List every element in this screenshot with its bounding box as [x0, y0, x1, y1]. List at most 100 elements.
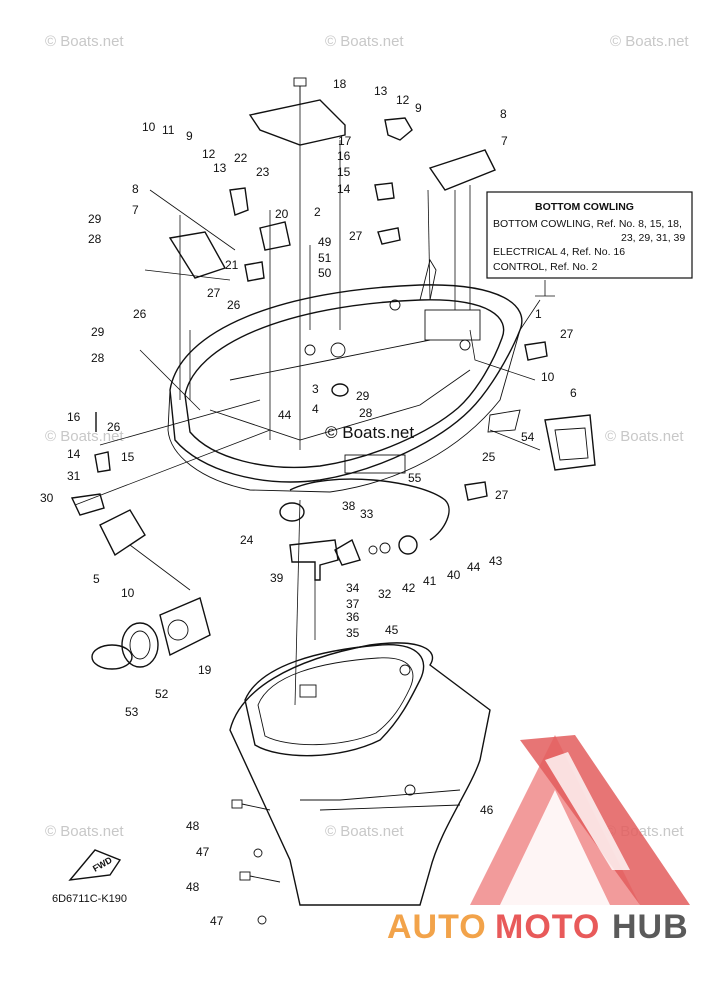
callout-2: 2	[314, 205, 321, 219]
callout-29b: 29	[91, 325, 105, 339]
callout-51: 51	[318, 251, 332, 265]
callout-52: 52	[155, 687, 169, 701]
callout-40: 40	[447, 568, 461, 582]
callout-26c: 26	[107, 420, 121, 434]
watermark-7: © Boats.net	[325, 823, 404, 840]
watermark-6: © Boats.net	[45, 823, 124, 840]
callout-43: 43	[489, 554, 503, 568]
callout-17: 17	[338, 134, 352, 148]
callout-23: 23	[256, 165, 270, 179]
reference-box: BOTTOM COWLING BOTTOM COWLING, Ref. No. …	[486, 191, 693, 297]
callout-labels: 18 13 12 9 8 10 11 9 7 17 12 16 13 22 23…	[40, 77, 577, 928]
callout-29c: 29	[356, 389, 370, 403]
brand-text-hub: HUB	[612, 908, 689, 946]
callout-11: 11	[162, 123, 175, 137]
callout-54: 54	[521, 430, 535, 444]
callout-24: 24	[240, 533, 254, 547]
callout-13b: 13	[213, 161, 227, 175]
brand-text-auto: AUTO	[387, 908, 487, 946]
callout-33: 33	[360, 507, 374, 521]
callout-48b: 48	[186, 880, 200, 894]
callout-3: 3	[312, 382, 319, 396]
callout-27b: 27	[207, 286, 221, 300]
callout-46: 46	[480, 803, 494, 817]
watermark-1: © Boats.net	[45, 33, 124, 50]
callout-5: 5	[93, 572, 100, 586]
callout-28c: 28	[359, 406, 373, 420]
callout-27: 27	[349, 229, 363, 243]
callout-28b: 28	[91, 351, 105, 365]
callout-1: 1	[535, 307, 542, 321]
callout-19: 19	[198, 663, 212, 677]
brand-text-moto: MOTO	[495, 908, 600, 946]
watermark-5: © Boats.net	[605, 428, 684, 445]
callout-34: 34	[346, 581, 360, 595]
callout-22: 22	[234, 151, 248, 165]
callout-27c: 27	[560, 327, 574, 341]
ref-box-line-2: 23, 29, 31, 39	[621, 232, 685, 244]
watermark-3: © Boats.net	[610, 33, 689, 50]
ref-box-line-3: ELECTRICAL 4, Ref. No. 16	[493, 246, 625, 258]
callout-16: 16	[337, 149, 351, 163]
callout-21: 21	[225, 258, 239, 272]
callout-14b: 14	[67, 447, 81, 461]
callout-9b: 9	[186, 129, 193, 143]
callout-12b: 12	[202, 147, 216, 161]
callout-4: 4	[312, 402, 319, 416]
callout-14: 14	[337, 182, 351, 196]
watermark-center: © Boats.net	[325, 423, 414, 442]
callout-27d: 27	[495, 488, 509, 502]
callout-44: 44	[278, 408, 292, 422]
callout-28: 28	[88, 232, 102, 246]
callout-10c: 10	[121, 586, 135, 600]
callout-10: 10	[142, 120, 156, 134]
callout-44b: 44	[467, 560, 481, 574]
callout-49: 49	[318, 235, 332, 249]
callout-8: 8	[500, 107, 507, 121]
callout-53: 53	[125, 705, 139, 719]
leader-lines	[74, 86, 541, 706]
fwd-label: FWD	[91, 855, 114, 874]
lower-cowling	[229, 642, 491, 906]
callout-16b: 16	[67, 410, 81, 424]
callout-7: 7	[501, 134, 508, 148]
callout-36: 36	[346, 610, 360, 624]
callout-20: 20	[275, 207, 289, 221]
callout-50: 50	[318, 266, 332, 280]
callout-26b: 26	[133, 307, 147, 321]
bottom-cowling-tray	[167, 258, 523, 493]
callout-25: 25	[482, 450, 496, 464]
callout-15: 15	[337, 165, 351, 179]
callout-41: 41	[423, 574, 437, 588]
diagram-code: 6D6711C-K190	[52, 893, 127, 905]
callout-38: 38	[342, 499, 356, 513]
callout-47b: 47	[210, 914, 224, 928]
callout-12: 12	[396, 93, 410, 107]
callout-18: 18	[333, 77, 347, 91]
callout-10b: 10	[541, 370, 555, 384]
callout-9: 9	[415, 101, 422, 115]
callout-35: 35	[346, 626, 360, 640]
callout-45: 45	[385, 623, 399, 637]
callout-26: 26	[227, 298, 241, 312]
callout-32: 32	[378, 587, 392, 601]
callout-29: 29	[88, 212, 102, 226]
watermark-2: © Boats.net	[325, 33, 404, 50]
callout-13: 13	[374, 84, 388, 98]
callout-15b: 15	[121, 450, 135, 464]
callout-7b: 7	[132, 203, 139, 217]
callout-8b: 8	[132, 182, 139, 196]
callout-47: 47	[196, 845, 210, 859]
callout-39: 39	[270, 571, 284, 585]
callout-48: 48	[186, 819, 200, 833]
ref-box-line-4: CONTROL, Ref. No. 2	[493, 261, 598, 273]
callout-37: 37	[346, 597, 360, 611]
brand-logo: AUTO MOTO HUB	[387, 735, 690, 946]
ref-box-line-1: BOTTOM COWLING, Ref. No. 8, 15, 18,	[493, 218, 682, 230]
callout-6: 6	[570, 386, 577, 400]
callout-30: 30	[40, 491, 54, 505]
callout-55: 55	[408, 471, 422, 485]
callout-42: 42	[402, 581, 416, 595]
